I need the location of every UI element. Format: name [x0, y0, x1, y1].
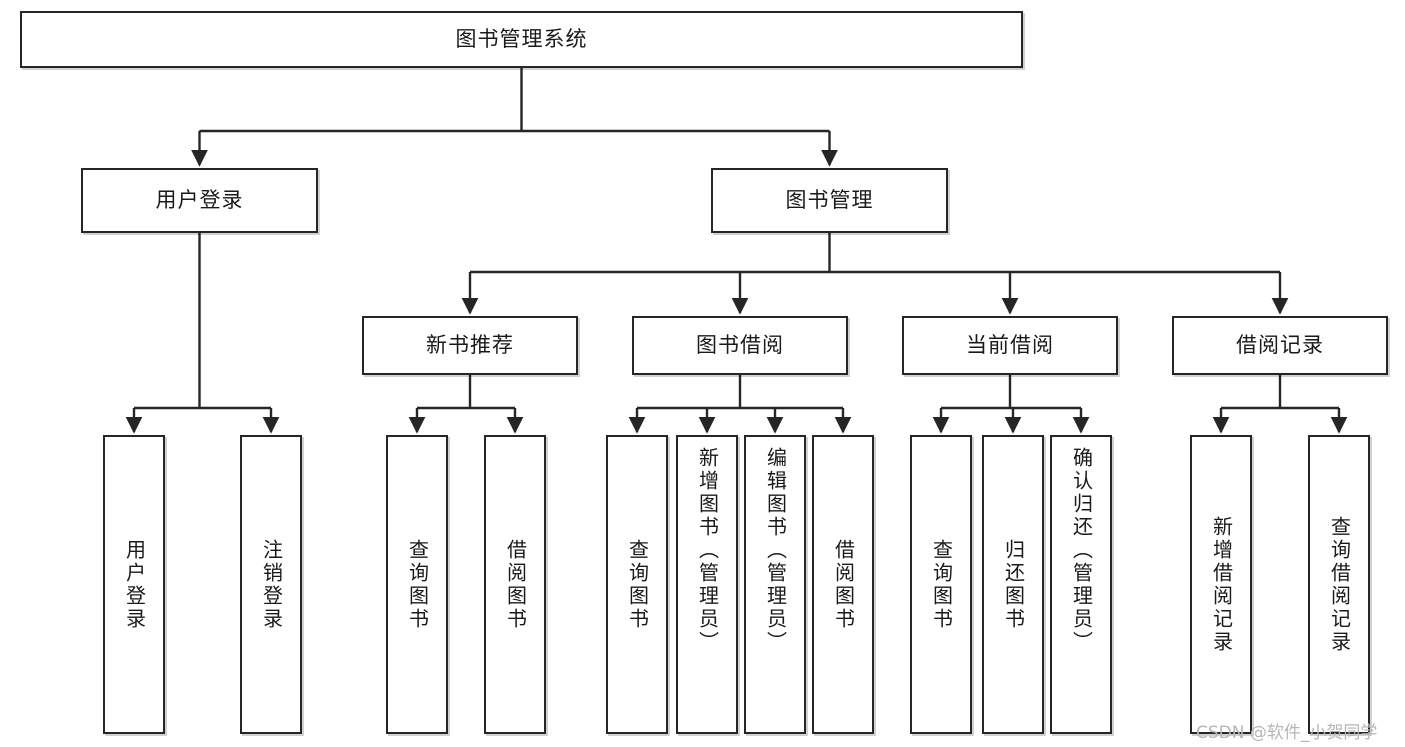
- node-current-borrow-label: 当前借阅: [966, 332, 1054, 357]
- leaf-confirm-return[interactable]: 确认归还（管理员）: [1050, 435, 1112, 734]
- node-borrow-record[interactable]: 借阅记录: [1172, 316, 1388, 375]
- node-book-manage-label: 图书管理: [785, 187, 874, 212]
- node-user-login-label: 用户登录: [155, 187, 244, 212]
- leaf-query-book-3-label: 查询图书: [929, 538, 954, 631]
- node-current-borrow[interactable]: 当前借阅: [902, 316, 1118, 375]
- leaf-user-login-label: 用户登录: [122, 538, 147, 631]
- node-book-borrow-label: 图书借阅: [696, 332, 784, 357]
- leaf-return-book[interactable]: 归还图书: [982, 435, 1044, 734]
- leaf-query-record[interactable]: 查询借阅记录: [1308, 435, 1370, 734]
- leaf-add-book-label: 新增图书（管理员）: [695, 447, 720, 654]
- leaf-add-record[interactable]: 新增借阅记录: [1190, 435, 1252, 734]
- node-new-book-rec-label: 新书推荐: [426, 332, 514, 357]
- leaf-user-login[interactable]: 用户登录: [103, 435, 165, 734]
- node-borrow-record-label: 借阅记录: [1236, 332, 1324, 357]
- leaf-query-record-label: 查询借阅记录: [1327, 515, 1352, 654]
- leaf-borrow-book-2-label: 借阅图书: [831, 538, 856, 631]
- leaf-borrow-book-2[interactable]: 借阅图书: [812, 435, 874, 734]
- leaf-borrow-book-1[interactable]: 借阅图书: [484, 435, 546, 734]
- node-root[interactable]: 图书管理系统: [20, 11, 1023, 68]
- leaf-query-book-1-label: 查询图书: [405, 538, 430, 631]
- leaf-query-book-2-label: 查询图书: [625, 538, 650, 631]
- leaf-add-record-label: 新增借阅记录: [1209, 515, 1234, 654]
- node-user-login[interactable]: 用户登录: [81, 168, 318, 233]
- leaf-query-book-1[interactable]: 查询图书: [386, 435, 448, 734]
- leaf-confirm-return-label: 确认归还（管理员）: [1069, 447, 1094, 654]
- node-book-borrow[interactable]: 图书借阅: [632, 316, 848, 375]
- leaf-query-book-2[interactable]: 查询图书: [606, 435, 668, 734]
- leaf-query-book-3[interactable]: 查询图书: [910, 435, 972, 734]
- leaf-add-book[interactable]: 新增图书（管理员）: [676, 435, 738, 734]
- leaf-logout-label: 注销登录: [259, 538, 284, 631]
- leaf-edit-book-label: 编辑图书（管理员）: [763, 447, 788, 654]
- node-book-manage[interactable]: 图书管理: [711, 168, 948, 233]
- leaf-borrow-book-1-label: 借阅图书: [503, 538, 528, 631]
- leaf-logout[interactable]: 注销登录: [240, 435, 302, 734]
- leaf-edit-book[interactable]: 编辑图书（管理员）: [744, 435, 806, 734]
- leaf-return-book-label: 归还图书: [1001, 538, 1026, 631]
- node-root-label: 图书管理系统: [455, 26, 588, 51]
- node-new-book-rec[interactable]: 新书推荐: [362, 316, 578, 375]
